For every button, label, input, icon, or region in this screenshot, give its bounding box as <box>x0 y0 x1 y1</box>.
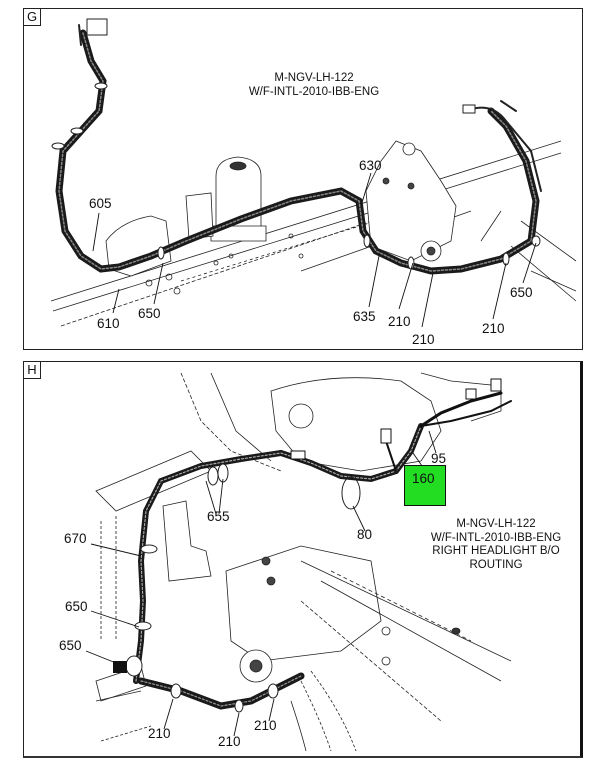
harness-routing-illustration-g <box>50 18 577 328</box>
callout-95: 95 <box>431 451 447 466</box>
diagram-panel-g: G <box>23 8 583 350</box>
callout-210: 210 <box>254 718 277 733</box>
caption-line: RIGHT HEADLIGHT B/O <box>432 545 560 557</box>
highlighted-part-box <box>404 465 446 506</box>
callout-630: 630 <box>359 158 382 173</box>
callout-650: 650 <box>65 599 88 614</box>
callout-635: 635 <box>353 309 376 324</box>
callout-655: 655 <box>207 509 230 524</box>
panel-tag-h: H <box>24 362 41 379</box>
callout-160[interactable]: 160 <box>412 471 435 486</box>
harness-routing-illustration-h <box>85 372 512 752</box>
callout-670: 670 <box>64 531 87 546</box>
panel-g-caption: M-NGV-LH-122 W/F-INTL-2010-IBB-ENG <box>214 72 414 99</box>
callout-210: 210 <box>412 332 435 347</box>
caption-line: ROUTING <box>469 558 523 571</box>
callout-210: 210 <box>148 726 171 741</box>
caption-line: W/F-INTL-2010-IBB-ENG <box>430 531 562 544</box>
callout-650: 650 <box>138 306 161 321</box>
diagram-panel-h: H <box>23 361 583 758</box>
caption-line: M-NGV-LH-122 <box>456 518 536 530</box>
panel-tag-g: G <box>24 9 41 26</box>
callout-80: 80 <box>357 527 373 542</box>
callout-610: 610 <box>97 316 120 331</box>
callout-650: 650 <box>510 285 533 300</box>
callout-605: 605 <box>89 196 112 211</box>
callout-210: 210 <box>482 321 505 336</box>
caption-line: W/F-INTL-2010-IBB-ENG <box>248 85 380 98</box>
caption-line: M-NGV-LH-122 <box>274 72 354 84</box>
callout-210: 210 <box>218 734 241 749</box>
panel-h-caption: M-NGV-LH-122 W/F-INTL-2010-IBB-ENG RIGHT… <box>416 518 576 572</box>
callout-210: 210 <box>388 314 411 329</box>
callout-650: 650 <box>59 638 82 653</box>
